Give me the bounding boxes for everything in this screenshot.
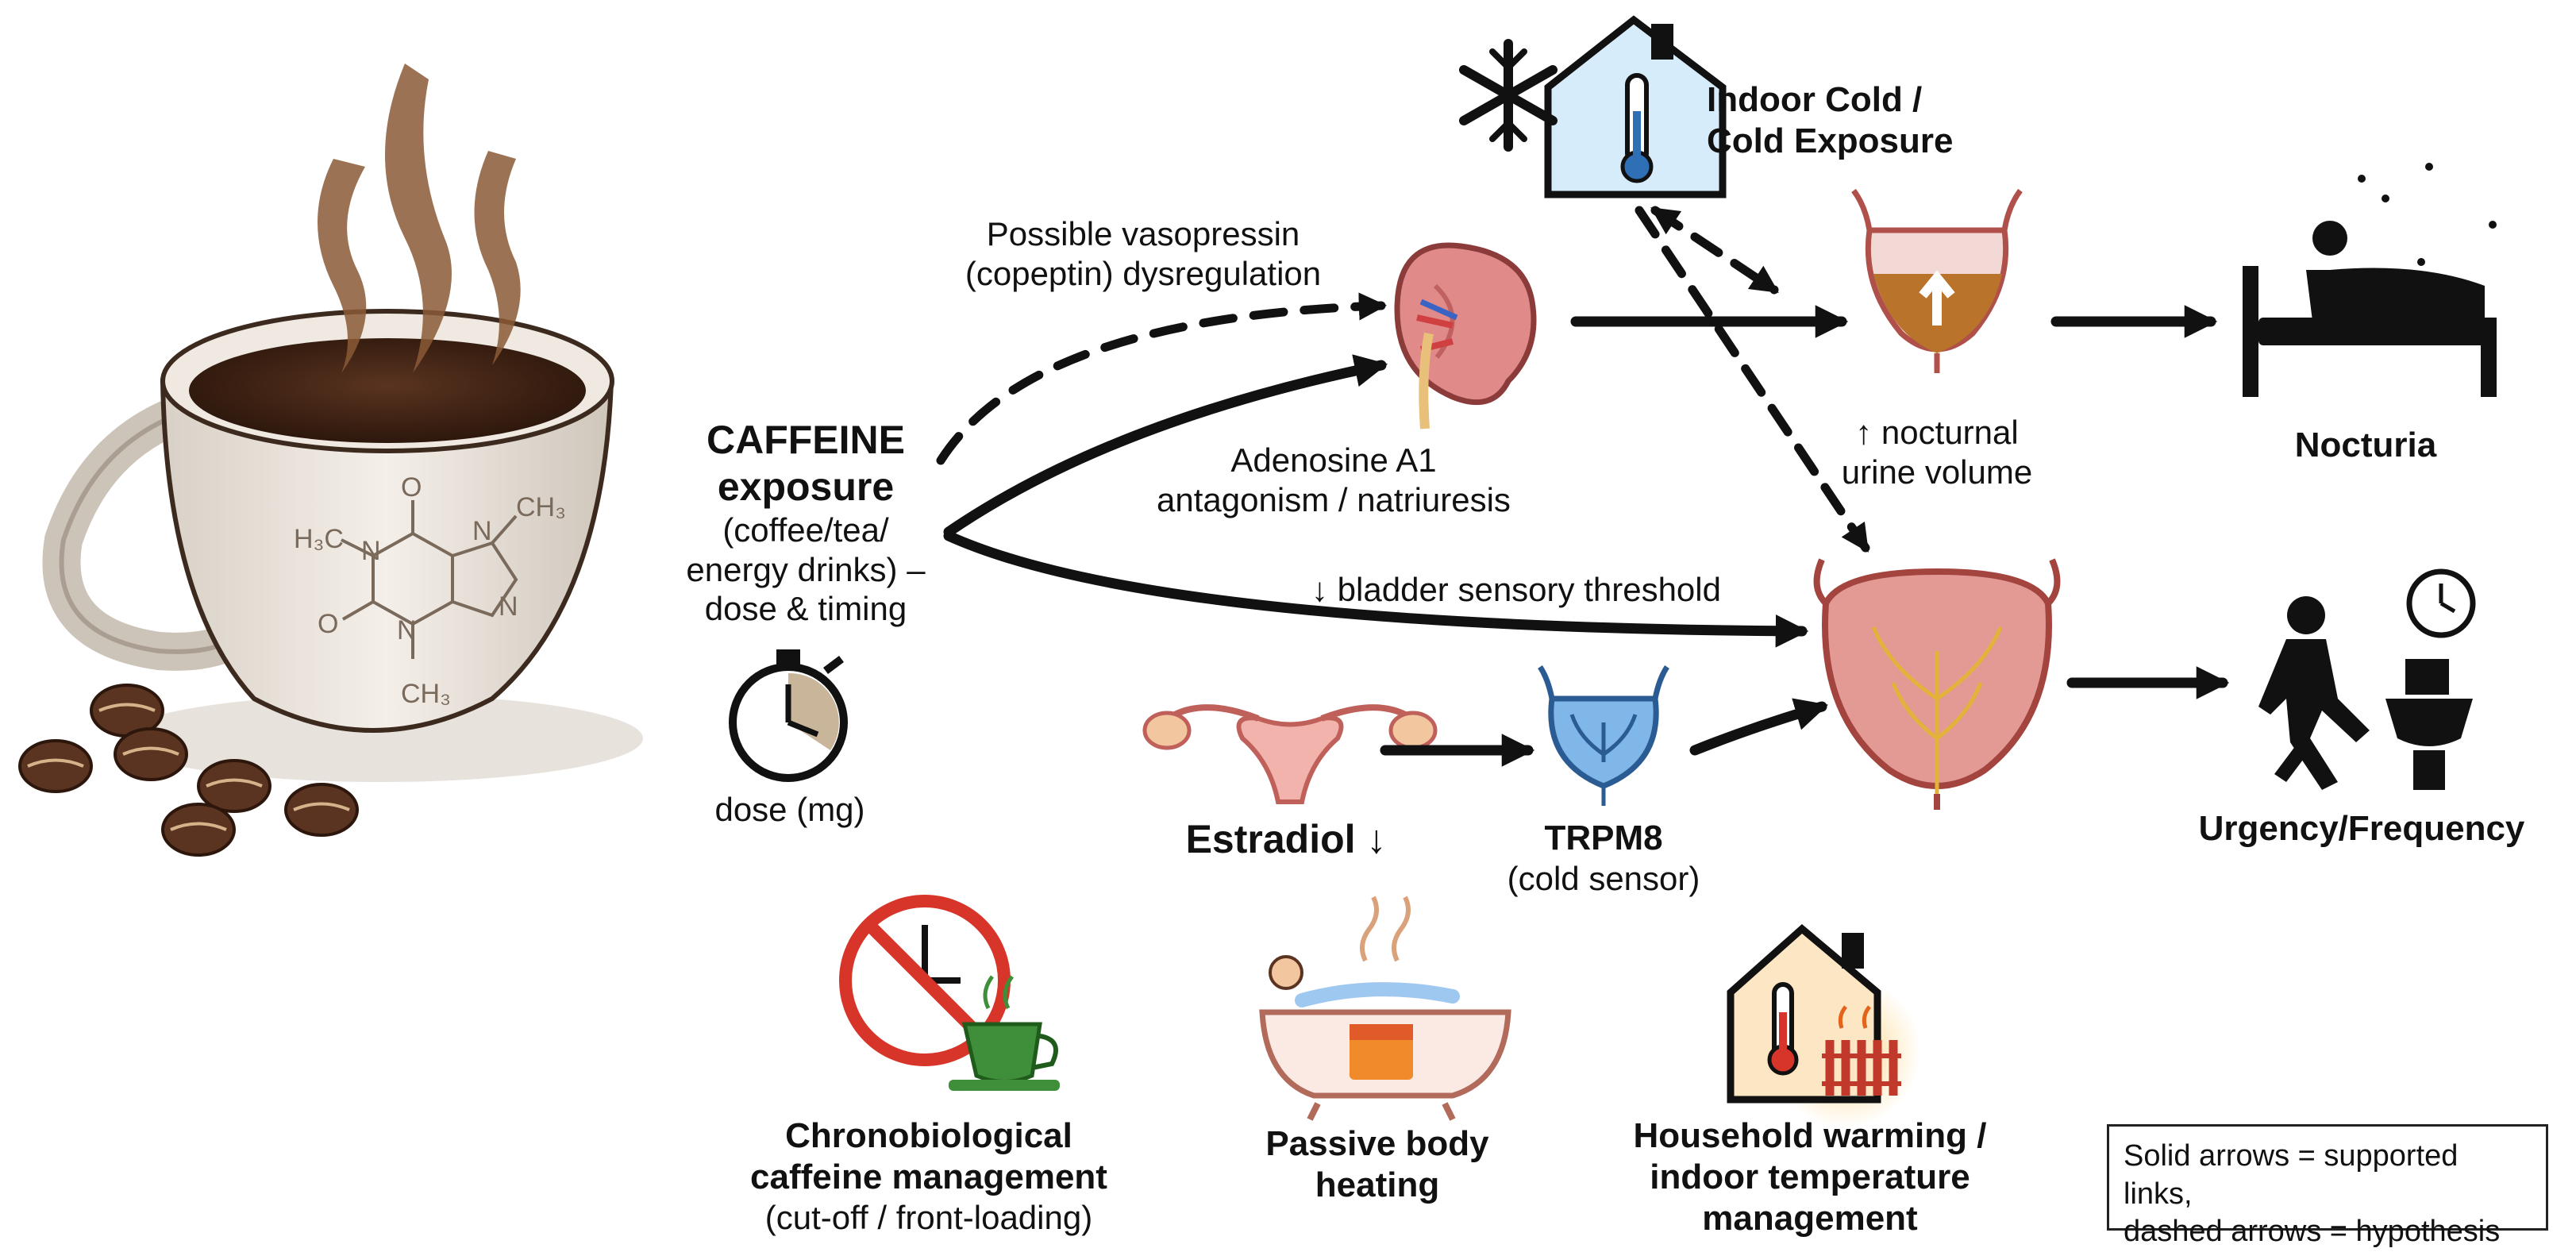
edge-trpm8-bladder	[1689, 698, 1828, 756]
trpm8-label: TRPM8 (cold sensor)	[1469, 818, 1739, 898]
coffee-beans-icon	[18, 684, 359, 857]
stopwatch-icon	[729, 649, 848, 782]
svg-text:N: N	[361, 536, 381, 566]
bathtub-icon	[1259, 896, 1511, 1121]
svg-text:N: N	[499, 591, 518, 622]
edge-cold-volume-dashed	[1650, 206, 1779, 295]
intervention-passive-heating: Passive body heating	[1226, 1123, 1528, 1206]
caffeine-title: CAFFEINE	[707, 418, 905, 462]
trpm8-receptor-icon	[1538, 665, 1669, 806]
cold-exposure-label: Indoor Cold / Cold Exposure	[1707, 79, 2040, 162]
stars-icon	[2358, 163, 2497, 266]
nocturia-label: Nocturia	[2294, 426, 2437, 464]
uterus-icon	[1142, 704, 1438, 804]
legend-line-1: Solid arrows = supported links,	[2124, 1139, 2459, 1211]
estradiol-label: Estradiol ↓	[1185, 817, 1387, 861]
bed-person-icon	[2243, 175, 2497, 397]
svg-text:N: N	[472, 516, 492, 546]
adenosine-label: Adenosine A1 antagonism / natriuresis	[1111, 441, 1556, 519]
svg-text:CH₃: CH₃	[516, 492, 566, 522]
svg-text:O: O	[401, 472, 422, 503]
intervention-household-warming: Household warming / indoor temperature m…	[1604, 1115, 2016, 1239]
svg-text:CH₃: CH₃	[401, 679, 451, 709]
warming-line-3: management	[1702, 1198, 1918, 1238]
adenosine-line-2: antagonism / natriuresis	[1157, 480, 1511, 518]
vasopressin-line-2: (copeptin) dysregulation	[965, 254, 1322, 292]
volume-line-2: urine volume	[1841, 453, 2033, 491]
bladder-threshold-label: ↓ bladder sensory threshold	[1311, 571, 1721, 608]
vasopressin-line-1: Possible vasopressin	[986, 215, 1300, 252]
caffeine-detail-3: dose & timing	[704, 590, 907, 628]
caffeine-node: CAFFEINE exposure (coffee/tea/ energy dr…	[667, 417, 945, 629]
svg-text:O: O	[318, 609, 338, 639]
caffeine-detail-2: energy drinks) –	[686, 550, 926, 588]
kidney-icon	[1394, 242, 1537, 430]
legend-line-2: dashed arrows = hypothesis	[2124, 1215, 2501, 1248]
chrono-sub: (cut-off / front-loading)	[764, 1198, 1093, 1236]
chrono-line-2: caffeine management	[750, 1157, 1107, 1196]
bladder-volume-icon	[1851, 188, 2023, 373]
urgency-person-icon	[2258, 568, 2476, 790]
caffeine-detail-1: (coffee/tea/	[722, 511, 889, 549]
trpm8-subtitle: (cold sensor)	[1507, 859, 1700, 897]
volume-line-1: ↑ nocturnal	[1855, 414, 2019, 451]
edges	[936, 206, 2230, 767]
legend-box: Solid arrows = supported links, dashed a…	[2107, 1124, 2548, 1248]
vasopressin-label: Possible vasopressin (copeptin) dysregul…	[921, 214, 1365, 293]
svg-text:H₃C: H₃C	[294, 524, 344, 554]
coffee-cup-icon: O O H₃C N N CH₃ N CH₃ N	[42, 309, 643, 782]
heating-line-2: heating	[1315, 1165, 1440, 1204]
nocturnal-volume-label: ↑ nocturnal urine volume	[1802, 413, 2072, 491]
intervention-chronobiological: Chronobiological caffeine management (cu…	[730, 1115, 1127, 1237]
heating-line-1: Passive body	[1265, 1124, 1489, 1163]
warming-line-2: indoor temperature	[1650, 1157, 1970, 1196]
trpm8-title: TRPM8	[1544, 819, 1663, 857]
warming-line-1: Household warming /	[1633, 1116, 1987, 1155]
urgency-label: Urgency/Frequency	[2198, 809, 2525, 848]
adenosine-line-1: Adenosine A1	[1230, 441, 1437, 479]
edge-adenosine-solid	[943, 354, 1388, 537]
bladder-icon	[1813, 558, 2061, 810]
edge-threshold-solid	[943, 530, 1809, 648]
edge-vasopressin-dashed	[936, 292, 1388, 465]
caffeine-molecule-icon	[341, 500, 518, 659]
no-late-coffee-icon	[839, 895, 1060, 1091]
caffeine-title-2: exposure	[717, 464, 895, 509]
edge-cold-bladder-dashed	[1635, 206, 1870, 553]
cold-line-2: Cold Exposure	[1707, 121, 1954, 160]
cold-line-1: Indoor Cold /	[1707, 80, 1923, 119]
svg-text:N: N	[397, 615, 417, 645]
warm-house-icon	[1727, 924, 1921, 1127]
snowflake-icon	[1459, 39, 1558, 152]
chrono-line-1: Chronobiological	[785, 1116, 1072, 1155]
dose-label: dose (mg)	[714, 791, 865, 828]
cold-house-icon	[1544, 15, 1727, 198]
steam-icon	[318, 64, 521, 373]
